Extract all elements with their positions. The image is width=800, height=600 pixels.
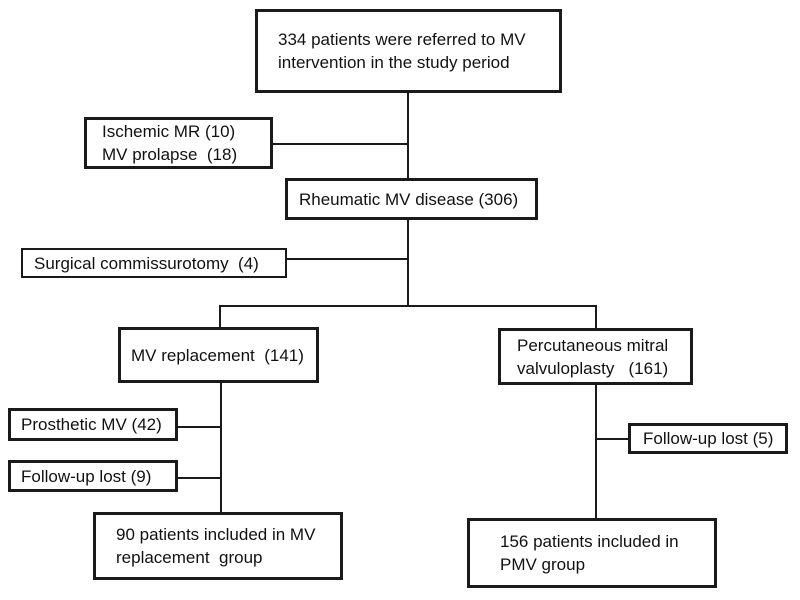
connector-split-to-mv-replacement — [219, 305, 221, 327]
connector-excluded-branch — [273, 143, 409, 145]
connector-prosthetic-branch — [178, 426, 222, 428]
node-rheumatic-mv-disease-box: Rheumatic MV disease (306) — [285, 178, 538, 220]
connector-split-horizontal — [219, 305, 597, 307]
node-mv-replacement-group-box: 90 patients included in MV replacement g… — [93, 512, 343, 580]
connector-referred-to-rheumatic — [407, 93, 409, 178]
connector-mv-replacement-to-group — [220, 383, 222, 512]
node-excluded-ischemic-prolapse-label: Ischemic MR (10) MV prolapse (18) — [102, 122, 238, 164]
node-followup-lost-pmv-box: Follow-up lost (5) — [628, 423, 788, 454]
node-surgical-commissurotomy-label: Surgical commissurotomy (4) — [34, 253, 259, 273]
connector-followup-mv-branch — [178, 477, 222, 479]
node-rheumatic-mv-disease-label: Rheumatic MV disease (306) — [299, 189, 519, 209]
node-referred-patients-label: 334 patients were referred to MV interve… — [278, 30, 526, 72]
node-percutaneous-valvuloplasty-label: Percutaneous mitral valvuloplasty (161) — [517, 335, 669, 378]
node-pmv-group-label: 156 patients included in PMV group — [500, 532, 679, 574]
node-followup-lost-mv-label: Follow-up lost (9) — [21, 466, 152, 486]
node-mv-replacement-group-label: 90 patients included in MV replacement g… — [116, 525, 316, 567]
node-prosthetic-mv-box: Prosthetic MV (42) — [8, 408, 178, 441]
node-mv-replacement-box: MV replacement (141) — [118, 327, 319, 383]
connector-followup-pmv-branch — [596, 438, 628, 440]
connector-split-to-pmv — [595, 305, 597, 328]
node-pmv-group-box: 156 patients included in PMV group — [467, 518, 717, 588]
node-referred-patients-box: 334 patients were referred to MV interve… — [255, 9, 562, 93]
node-mv-replacement-label: MV replacement (141) — [131, 345, 304, 365]
node-percutaneous-valvuloplasty-box: Percutaneous mitral valvuloplasty (161) — [498, 328, 693, 385]
node-excluded-ischemic-prolapse-box: Ischemic MR (10) MV prolapse (18) — [84, 117, 273, 169]
connector-pmv-to-group — [595, 385, 597, 518]
connector-surgical-branch — [287, 258, 408, 260]
node-followup-lost-pmv-label: Follow-up lost (5) — [643, 429, 774, 448]
connector-rheumatic-to-split — [407, 220, 409, 307]
node-prosthetic-mv-label: Prosthetic MV (42) — [21, 415, 162, 434]
node-followup-lost-mv-box: Follow-up lost (9) — [8, 460, 178, 492]
node-surgical-commissurotomy-box: Surgical commissurotomy (4) — [21, 248, 287, 278]
